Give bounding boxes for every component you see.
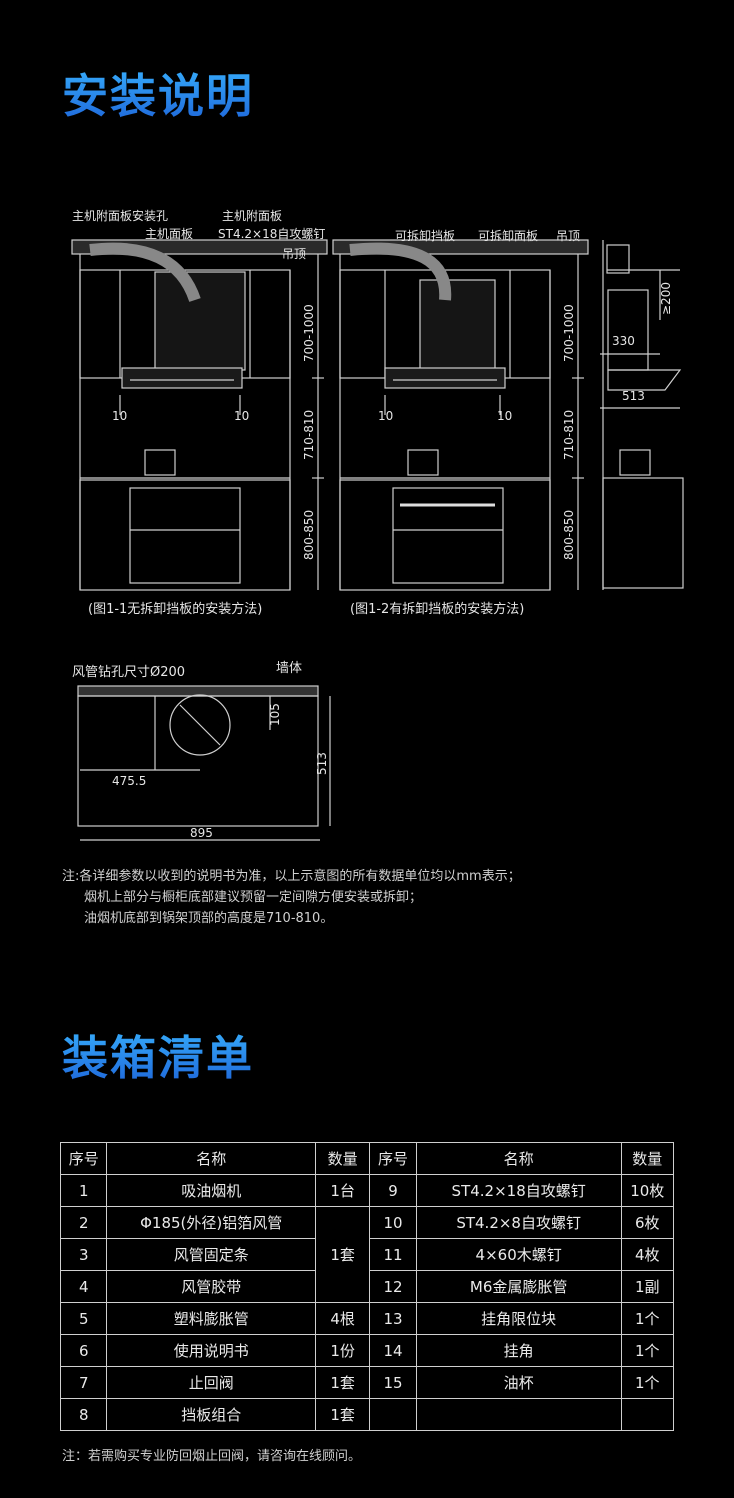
cell-qty: 1份 bbox=[314, 1334, 371, 1367]
install-instructions-title: 安装说明 bbox=[62, 60, 254, 126]
note-line-3: 油烟机底部到锅架顶部的高度是710-810。 bbox=[84, 911, 334, 926]
install-diagrams: 主机附面板安装孔 主机面板 主机附面板 ST4.2×18自攻螺钉 吊顶 10 1… bbox=[71, 208, 684, 841]
table-row: 7 止回阀 1套 15 油杯 1个 bbox=[59, 1366, 675, 1399]
header-qty-left: 数量 bbox=[314, 1142, 371, 1175]
cell-qty: 1个 bbox=[620, 1366, 675, 1399]
cell-name: Φ185(外径)铝箔风管 bbox=[106, 1206, 316, 1239]
cell-no: 10 bbox=[369, 1206, 417, 1239]
dim-gap-left-1: 10 bbox=[112, 409, 127, 423]
cell-no: 7 bbox=[59, 1366, 108, 1399]
table-row: 1 吸油烟机 1台 9 ST4.2×18自攻螺钉 10枚 bbox=[59, 1174, 675, 1207]
dim-105: 105 bbox=[268, 703, 282, 726]
cell-name: 挂角 bbox=[415, 1334, 622, 1367]
label-removable-panel: 可拆卸面板 bbox=[478, 228, 538, 243]
cell-qty bbox=[620, 1398, 675, 1431]
cell-qty: 1套 bbox=[314, 1398, 371, 1431]
label-main-panel: 主机面板 bbox=[145, 227, 193, 241]
dim-gap-right-1: 10 bbox=[234, 409, 249, 423]
cell-no: 5 bbox=[59, 1302, 108, 1335]
dim-895: 895 bbox=[190, 826, 213, 840]
dim-side-330: 330 bbox=[612, 334, 635, 348]
cell-qty: 10枚 bbox=[620, 1174, 675, 1207]
cell-no bbox=[369, 1398, 417, 1431]
packing-list-title: 装箱清单 bbox=[62, 1022, 254, 1088]
cell-qty: 1个 bbox=[620, 1334, 675, 1367]
cell-qty-merged: 1套 bbox=[314, 1206, 371, 1303]
cell-no: 4 bbox=[59, 1270, 108, 1303]
dim-4755: 475.5 bbox=[112, 774, 146, 788]
cell-no: 1 bbox=[59, 1174, 108, 1207]
cell-no: 12 bbox=[369, 1270, 417, 1303]
table-row: 4 风管胶带 12 M6金属膨胀管 1副 bbox=[59, 1270, 675, 1303]
cell-name: 油杯 bbox=[415, 1366, 622, 1399]
cell-name: M6金属膨胀管 bbox=[415, 1270, 622, 1303]
label-panel-hole: 主机附面板安装孔 bbox=[72, 208, 168, 223]
dim-side-200: ≥200 bbox=[659, 282, 673, 315]
label-removable: 可拆卸挡板 bbox=[395, 228, 455, 243]
dim-gap-left-2: 10 bbox=[378, 409, 393, 423]
label-screw: ST4.2×18自攻螺钉 bbox=[218, 227, 325, 241]
packing-list-table: 序号 名称 数量 序号 名称 数量 1 吸油烟机 1台 9 ST4.2×18自攻… bbox=[59, 1142, 675, 1431]
table-row: 2 Φ185(外径)铝箔风管 1套 10 ST4.2×8自攻螺钉 6枚 bbox=[59, 1206, 675, 1303]
cell-qty: 4根 bbox=[314, 1302, 371, 1335]
dim-bot-1: 800-850 bbox=[302, 510, 316, 560]
cell-name bbox=[415, 1398, 622, 1431]
cell-name: ST4.2×18自攻螺钉 bbox=[415, 1174, 622, 1207]
dim-gap-right-2: 10 bbox=[497, 409, 512, 423]
cell-no: 9 bbox=[369, 1174, 417, 1207]
cell-no: 11 bbox=[369, 1238, 417, 1271]
cell-no: 6 bbox=[59, 1334, 108, 1367]
cell-name: 风管胶带 bbox=[106, 1270, 316, 1303]
table-row: 3 风管固定条 11 4×60木螺钉 4枚 bbox=[59, 1238, 675, 1271]
label-ceiling-2: 吊顶 bbox=[556, 229, 580, 243]
dim-bot-2: 800-850 bbox=[562, 510, 576, 560]
cell-qty: 1副 bbox=[620, 1270, 675, 1303]
header-name-left: 名称 bbox=[106, 1142, 316, 1175]
header-no-left: 序号 bbox=[59, 1142, 108, 1175]
dim-top-2: 700-1000 bbox=[562, 304, 576, 362]
table-header-row: 序号 名称 数量 序号 名称 数量 bbox=[59, 1142, 675, 1175]
header-name-right: 名称 bbox=[415, 1142, 622, 1175]
cell-name: 挂角限位块 bbox=[415, 1302, 622, 1335]
cell-no: 13 bbox=[369, 1302, 417, 1335]
cell-qty: 1个 bbox=[620, 1302, 675, 1335]
cell-qty: 4枚 bbox=[620, 1238, 675, 1271]
cell-name: 挡板组合 bbox=[106, 1398, 316, 1431]
cell-no: 2 bbox=[59, 1206, 108, 1239]
cell-name: ST4.2×8自攻螺钉 bbox=[415, 1206, 622, 1239]
note-line-1: 注:各详细参数以收到的说明书为准，以上示意图的所有数据单位均以mm表示； bbox=[62, 869, 521, 884]
label-duct-hole: 风管钻孔尺寸Ø200 bbox=[72, 665, 185, 680]
dim-top-1: 700-1000 bbox=[302, 304, 316, 362]
cell-name: 塑料膨胀管 bbox=[106, 1302, 316, 1335]
label-wall: 墙体 bbox=[276, 661, 302, 676]
cell-no: 8 bbox=[59, 1398, 108, 1431]
header-qty-right: 数量 bbox=[620, 1142, 675, 1175]
note-line-2: 烟机上部分与橱柜底部建议预留一定间隙方便安装或拆卸； bbox=[84, 890, 423, 905]
dim-513-plan: 513 bbox=[315, 752, 329, 775]
table-row: 5 塑料膨胀管 4根 13 挂角限位块 1个 bbox=[59, 1302, 675, 1335]
caption-fig1: (图1-1无拆卸挡板的安装方法) bbox=[88, 601, 262, 617]
cell-no: 14 bbox=[369, 1334, 417, 1367]
cell-qty: 1台 bbox=[314, 1174, 371, 1207]
label-aux-panel: 主机附面板 bbox=[222, 209, 282, 223]
cell-name: 4×60木螺钉 bbox=[415, 1238, 622, 1271]
label-ceiling-1: 吊顶 bbox=[282, 247, 306, 261]
cell-no: 15 bbox=[369, 1366, 417, 1399]
cell-name: 使用说明书 bbox=[106, 1334, 316, 1367]
cell-name: 吸油烟机 bbox=[106, 1174, 316, 1207]
header-no-right: 序号 bbox=[369, 1142, 417, 1175]
table-row: 8 挡板组合 1套 bbox=[59, 1398, 675, 1431]
cell-name: 风管固定条 bbox=[106, 1238, 316, 1271]
dim-mid-2: 710-810 bbox=[562, 410, 576, 460]
packing-note: 注：若需购买专业防回烟止回阀，请咨询在线顾问。 bbox=[62, 1449, 362, 1464]
table-row: 6 使用说明书 1份 14 挂角 1个 bbox=[59, 1334, 675, 1367]
dim-side-513: 513 bbox=[622, 389, 645, 403]
caption-fig2: (图1-2有拆卸挡板的安装方法) bbox=[350, 601, 524, 617]
cell-no: 3 bbox=[59, 1238, 108, 1271]
dim-mid-1: 710-810 bbox=[302, 410, 316, 460]
cell-qty: 1套 bbox=[314, 1366, 371, 1399]
cell-name: 止回阀 bbox=[106, 1366, 316, 1399]
cell-qty: 6枚 bbox=[620, 1206, 675, 1239]
